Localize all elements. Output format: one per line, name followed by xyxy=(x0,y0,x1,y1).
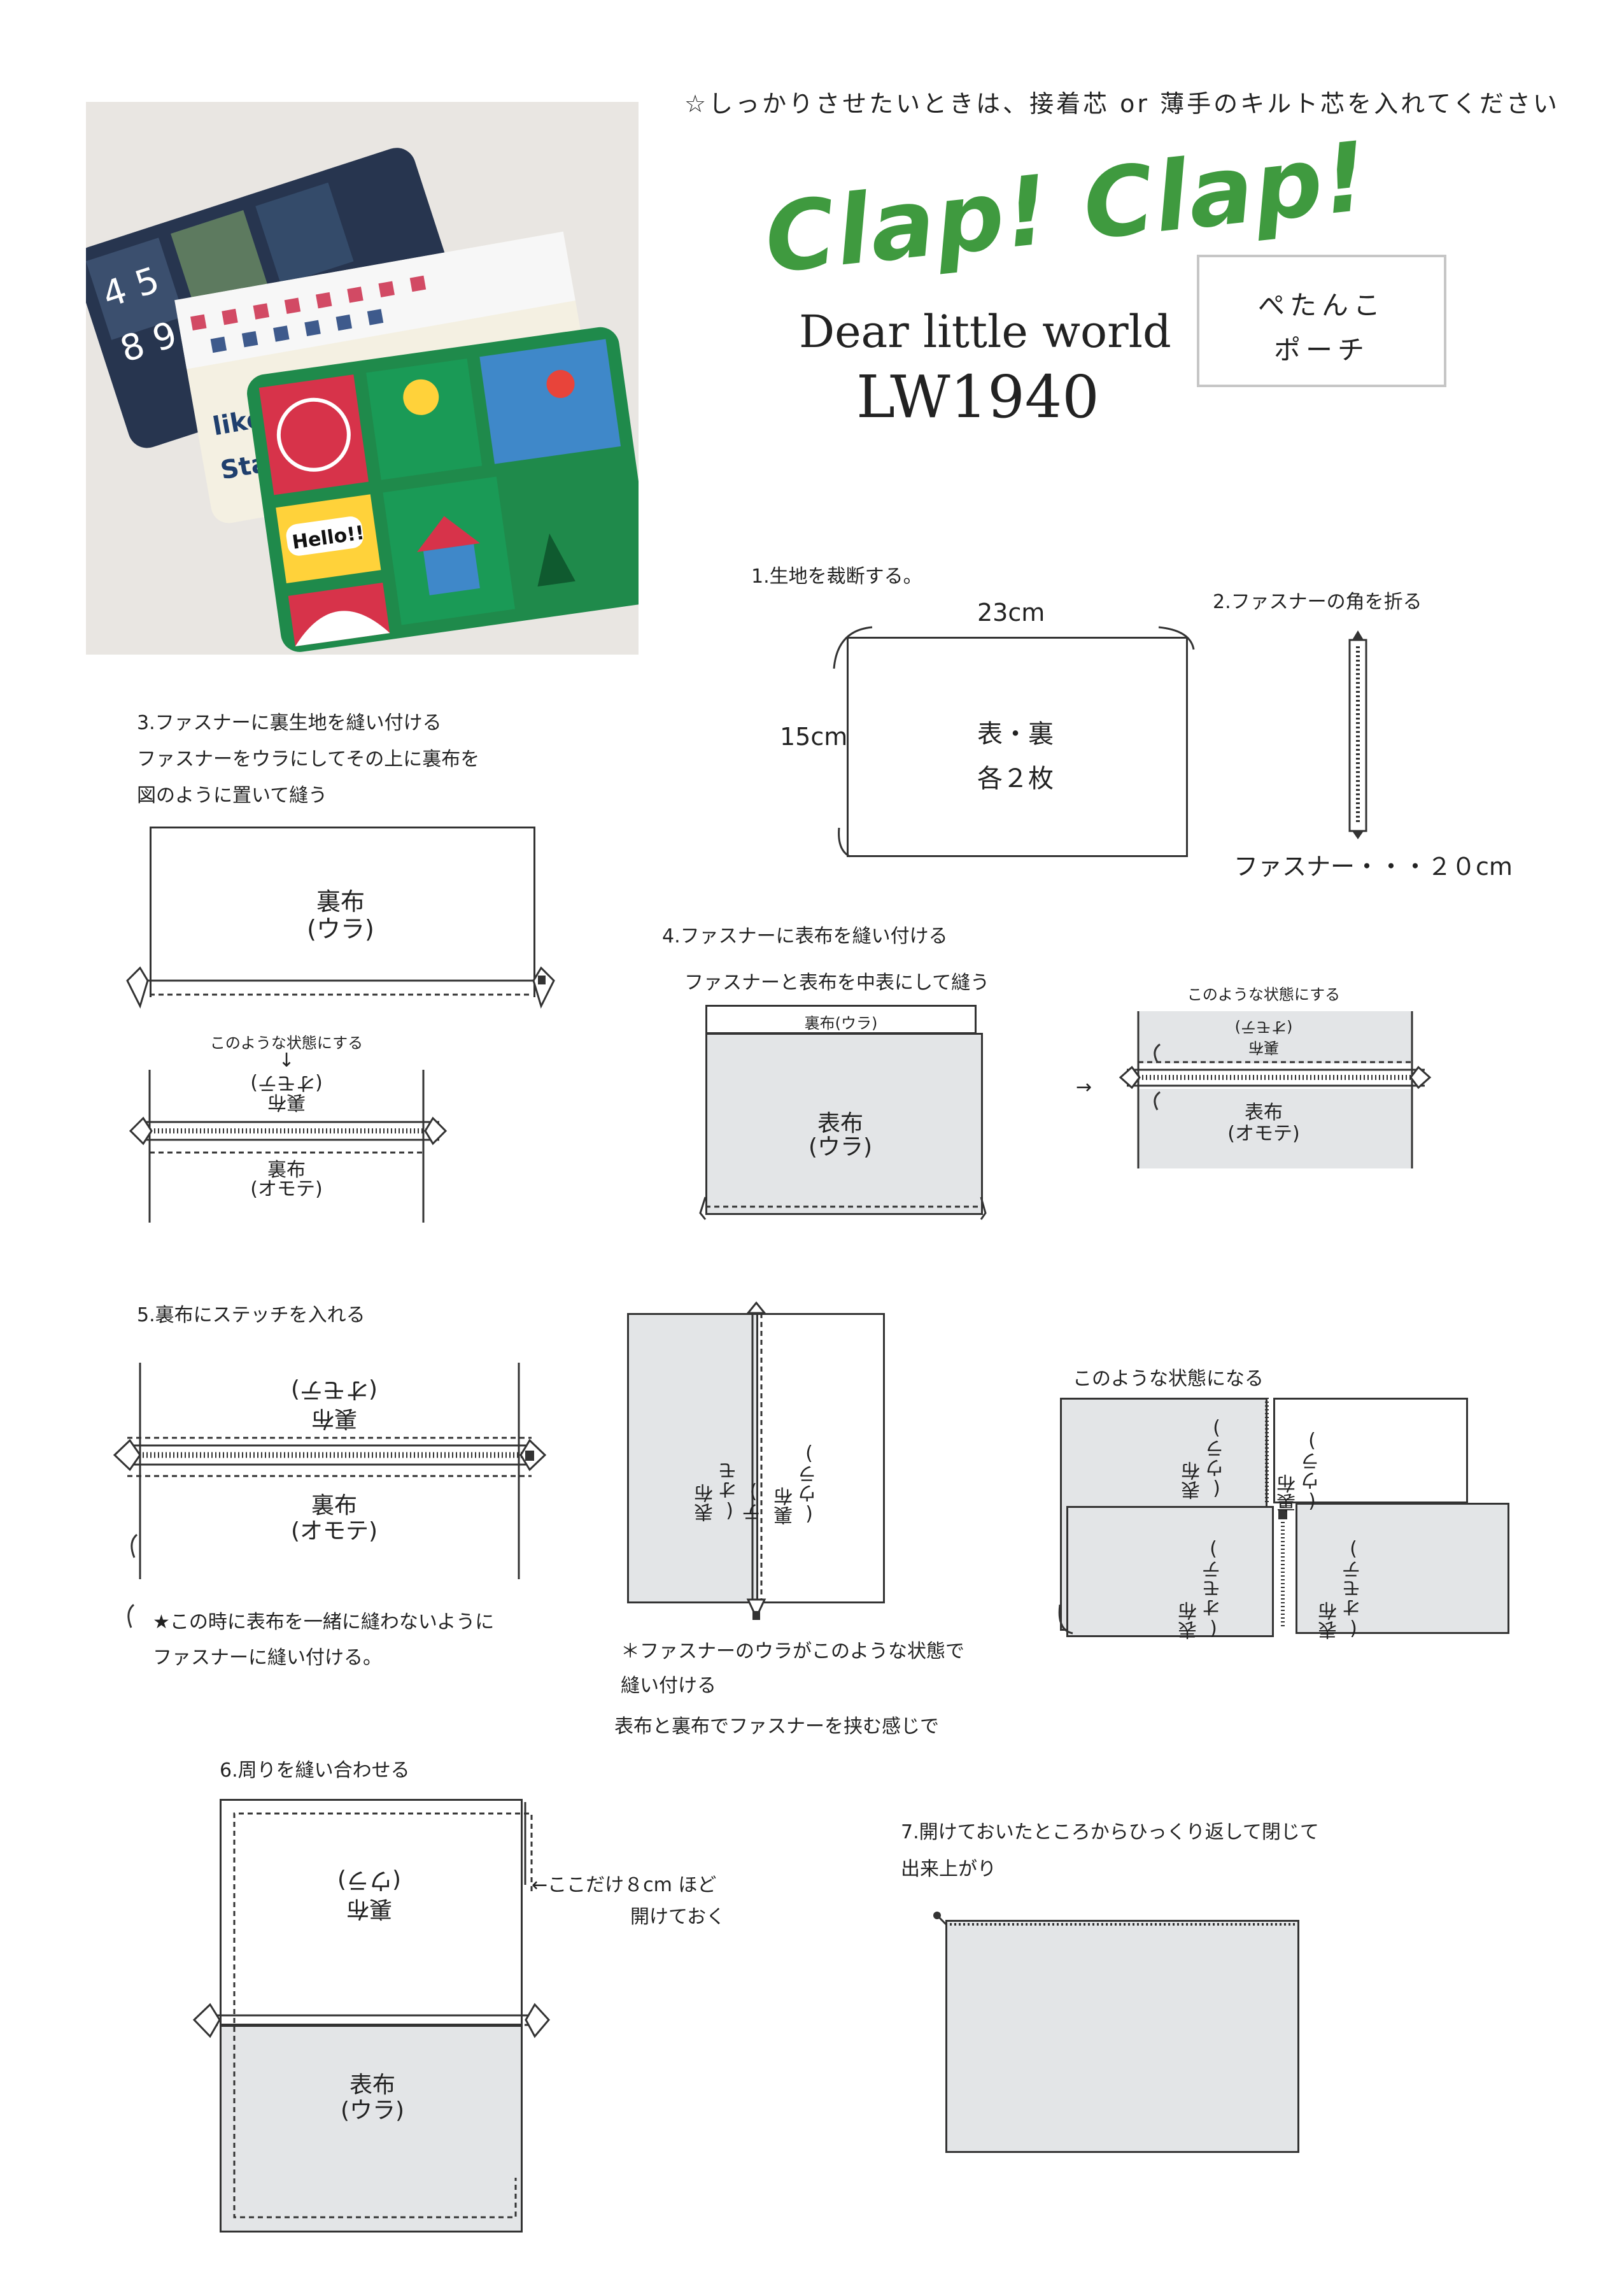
step5-mid-left-label: 表布 (オモテ) xyxy=(694,1426,766,1522)
step4-top-strip: 裏布(ウラ) xyxy=(705,1005,977,1034)
step4-outer-fabric xyxy=(705,1033,983,1215)
step5-mid-right-fabric xyxy=(756,1313,885,1603)
step3-lining-piece xyxy=(150,827,535,997)
step1-width: 23cm xyxy=(977,599,1045,627)
step6-note-line2: 開けておく xyxy=(630,1906,726,1928)
step4-result-lower xyxy=(1138,1089,1412,1168)
step3-arrow: ↓ xyxy=(278,1049,295,1072)
step2-caption: ファスナー・・・２０cm xyxy=(1234,853,1513,881)
step4-lower-label1: 表布 xyxy=(1245,1102,1283,1124)
step1-inner-line1: 表・裏 xyxy=(977,720,1054,749)
step5-result-br xyxy=(1296,1503,1509,1634)
step6-bottom-piece xyxy=(220,2025,523,2233)
step5-mid-note-line2: 縫い付ける xyxy=(621,1675,716,1697)
step5-r-tl-label2: (ウラ) xyxy=(1205,1417,1228,1500)
step5-r-tl-label1: 表布 xyxy=(1182,1461,1204,1500)
step4-subtitle: ファスナーと表布を中表にして縫う xyxy=(684,972,990,994)
step5-mid-right-label2: (ウラ) xyxy=(798,1442,821,1525)
step5-r-tr-label1: 裏布 xyxy=(1277,1474,1299,1512)
step5-lower-label2: (オモテ) xyxy=(290,1518,378,1544)
step7-line1: 7.開けておいたところからひっくり返して閉じて xyxy=(901,1821,1319,1843)
step3-line3: 図のように置いて縫う xyxy=(137,785,328,807)
series-name: Dear little world xyxy=(799,306,1171,358)
step3-upside-label2: 裏布 xyxy=(267,1091,306,1113)
step1-fabric-rect xyxy=(847,637,1188,857)
step4-result-upper xyxy=(1138,1011,1412,1063)
step5-lower-label1: 裏布 xyxy=(311,1493,357,1519)
step7-line2: 出来上がり xyxy=(901,1858,996,1880)
step4-arrow: → xyxy=(1076,1076,1092,1098)
step6-note-line1: ←ここだけ８cm ほど xyxy=(532,1874,717,1896)
item-name-box: ぺたんこ ポーチ xyxy=(1197,255,1446,387)
step1-inner-line2: 各２枚 xyxy=(977,764,1054,793)
item-name-line1: ぺたんこ xyxy=(1257,290,1385,321)
step5-result-tr xyxy=(1273,1398,1468,1503)
step1-height: 15cm xyxy=(780,723,848,751)
step5-r-br-label: 表布 (オモテ) xyxy=(1318,1538,1366,1640)
step4-main-label2: (ウラ) xyxy=(808,1134,873,1160)
step5-mid-right-label1: 裏布 xyxy=(774,1487,796,1525)
step3-lower-label1: 裏布 xyxy=(267,1159,306,1181)
step3-piece-label1: 裏布 xyxy=(316,888,365,916)
item-name-line2: ポーチ xyxy=(1273,334,1369,366)
step5-r-tl-label: 表布 (ウラ) xyxy=(1181,1417,1229,1500)
step5-result-title: このような状態になる xyxy=(1073,1368,1264,1390)
step7-finished-pouch xyxy=(945,1920,1299,2153)
step5-r-br-label2: (オモテ) xyxy=(1342,1538,1365,1640)
step3-lower-label2: (オモテ) xyxy=(250,1178,323,1200)
step5-mid-note-line3: 表布と裏布でファスナーを挟む感じで xyxy=(614,1715,939,1738)
step5-result-bl xyxy=(1066,1506,1274,1637)
step4-state-note: このような状態にする xyxy=(1187,986,1341,1004)
step5-title: 5.裏布にステッチを入れる xyxy=(137,1304,365,1326)
step5-r-br-label1: 表布 xyxy=(1318,1601,1341,1640)
step5-r-bl-label: 表布 (オモテ) xyxy=(1178,1538,1225,1640)
step5-upside-label2: 裏布 xyxy=(311,1405,358,1431)
step5-r-bl-label1: 表布 xyxy=(1178,1601,1201,1640)
step5-mid-right-label: 裏布 (ウラ) xyxy=(773,1430,821,1525)
step4-title: 4.ファスナーに表布を縫い付ける xyxy=(662,925,948,948)
step6-bottom-label1: 表布 xyxy=(349,2072,395,2098)
step6-top-label2: 裏布 xyxy=(346,1896,393,1922)
step4-upside-label1: (オモテ) xyxy=(1234,1018,1293,1036)
step1-title: 1.生地を裁断する。 xyxy=(751,565,922,588)
step4-main-label1: 表布 xyxy=(817,1111,863,1137)
step3-line2: ファスナーをウラにしてその上に裏布を xyxy=(137,748,480,770)
step6-title: 6.周りを縫い合わせる xyxy=(220,1759,410,1782)
step2-title: 2.ファスナーの角を折る xyxy=(1213,591,1422,613)
step5-mid-note-line1: ＊ファスナーのウラがこのような状態で xyxy=(621,1640,964,1663)
step3-state-note: このような状態にする xyxy=(209,1034,364,1052)
step4-lower-label2: (オモテ) xyxy=(1227,1123,1300,1145)
step4-top-strip-label: 裏布(ウラ) xyxy=(804,1014,878,1032)
product-photo: 4 5 8 9 10 like Sta xyxy=(86,102,639,655)
step4-upside-label2: 裏布 xyxy=(1248,1039,1279,1056)
step3-piece-label2: (ウラ) xyxy=(307,915,374,943)
step5-r-bl-label2: (オモテ) xyxy=(1202,1538,1225,1640)
step5-mid-left-label2: (オモテ) xyxy=(718,1461,765,1522)
step6-bottom-label2: (ウラ) xyxy=(340,2098,405,2124)
step5-r-tr-label: 裏布 (ウラ) xyxy=(1276,1430,1324,1512)
step5-mid-left-fabric xyxy=(627,1313,758,1603)
header-note: ☆しっかりさせたいときは、接着芯 or 薄手のキルト芯を入れてください xyxy=(684,90,1560,118)
step5-note-line2: ファスナーに縫い付ける。 xyxy=(153,1647,382,1669)
step3-line1: 3.ファスナーに裏生地を縫い付ける xyxy=(137,712,442,734)
step5-note-line1: ★この時に表布を一緒に縫わないように xyxy=(153,1611,495,1633)
product-code: LW1940 xyxy=(856,363,1099,431)
step5-mid-left-label1: 表布 xyxy=(695,1484,717,1522)
step5-r-tr-label2: (ウラ) xyxy=(1301,1430,1324,1512)
